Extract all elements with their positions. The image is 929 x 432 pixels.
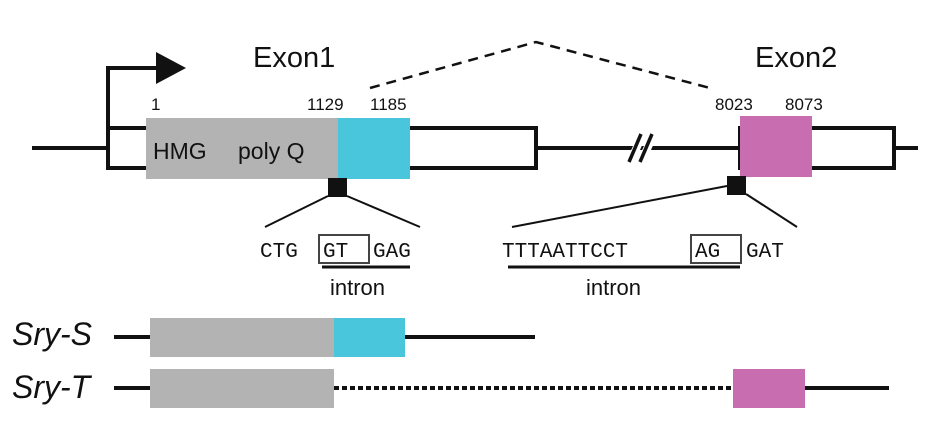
isoform-sry-t: Sry-T (12, 369, 889, 408)
sry-s-cyan-block (334, 318, 405, 357)
position-1185: 1185 (370, 95, 407, 114)
transcription-start-arrow (106, 52, 186, 140)
sequence-right-before: TTTAATTCCT (502, 241, 628, 264)
position-1: 1 (151, 95, 160, 114)
isoform-sry-s-label: Sry-S (12, 316, 92, 352)
exon1-label: Exon1 (253, 42, 335, 74)
intron-label-right: intron (586, 275, 641, 300)
splice-connector (369, 40, 711, 90)
isoform-sry-t-label: Sry-T (12, 369, 93, 405)
hmg-label: HMG (153, 138, 207, 164)
exon2-label: Exon2 (755, 42, 837, 74)
splice-marker-left (328, 178, 347, 197)
position-8073: 8073 (785, 95, 823, 114)
position-1129: 1129 (307, 95, 344, 114)
sry-s-hmg-block (150, 318, 334, 357)
sequence-right-boxed: AG (695, 241, 720, 264)
sry-t-hmg-block (150, 369, 334, 408)
isoform-sry-s: Sry-S (12, 316, 535, 357)
splice-marker-right (727, 176, 746, 195)
intron-label-left: intron (330, 275, 385, 300)
sry-t-magenta-block (733, 369, 805, 408)
exon2-magenta-region (740, 116, 812, 177)
splice-box-left (318, 234, 370, 264)
sequence-left-before: CTG (260, 241, 298, 264)
sequence-right-after: GAT (746, 241, 784, 264)
axis-break-mark (626, 133, 657, 164)
position-8023: 8023 (715, 95, 753, 114)
polyq-label: poly Q (238, 138, 304, 164)
sequence-left-after: GAG (373, 241, 411, 264)
splice-site-left (264, 178, 421, 228)
exon1-cyan-region (338, 118, 410, 179)
exon1-hmg-region (146, 118, 338, 179)
splice-box-right (690, 234, 742, 264)
sequence-left-boxed: GT (323, 241, 348, 264)
splice-site-right (511, 176, 798, 228)
